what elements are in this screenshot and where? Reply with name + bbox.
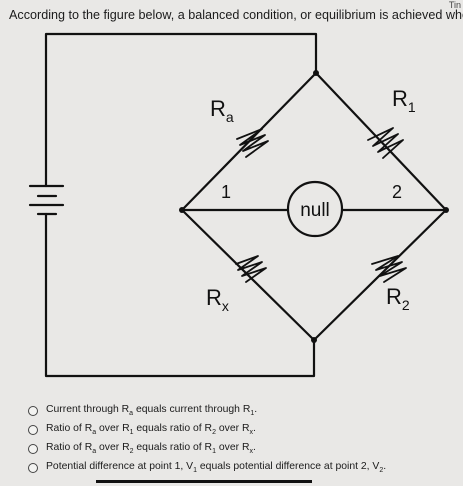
junction-top xyxy=(313,70,319,76)
label-ra: Ra xyxy=(210,96,234,125)
junction-left xyxy=(179,207,185,213)
choice-text: Ratio of Ra over R1 equals ratio of R2 o… xyxy=(46,422,256,437)
null-detector xyxy=(286,180,344,238)
radio-button[interactable] xyxy=(28,462,38,473)
radio-button[interactable] xyxy=(28,405,38,416)
choice-text: Current through Ra equals current throug… xyxy=(46,403,258,418)
arm-bottom-left xyxy=(180,208,316,342)
choice-text: Potential difference at point 1, V1 equa… xyxy=(46,460,387,475)
label-point-1: 1 xyxy=(221,182,231,202)
bottom-wire xyxy=(44,212,316,378)
choice-2[interactable]: Ratio of Ra over R1 equals ratio of R2 o… xyxy=(28,420,459,439)
choice-4[interactable]: Potential difference at point 1, V1 equa… xyxy=(28,458,459,477)
label-r2: R2 xyxy=(386,284,410,313)
label-r1: R1 xyxy=(392,86,416,115)
resistor-r2-zigzag xyxy=(371,255,407,283)
corner-text: Tin xyxy=(448,0,461,10)
radio-button[interactable] xyxy=(28,424,38,435)
question-text: According to the figure below, a balance… xyxy=(9,8,463,22)
choice-text: Ratio of Ra over R2 equals ratio of R1 o… xyxy=(46,441,256,456)
bridge-circuit-diagram: Ra R1 Rx R2 1 2 null xyxy=(28,32,449,378)
divider-bar xyxy=(96,480,312,483)
junction-bottom xyxy=(311,337,317,343)
label-rx: Rx xyxy=(206,285,229,314)
resistor-r1-zigzag xyxy=(367,127,404,159)
resistor-rx-zigzag xyxy=(235,255,267,283)
answer-choices: Current through Ra equals current throug… xyxy=(28,401,459,477)
radio-button[interactable] xyxy=(28,443,38,454)
choice-3[interactable]: Ratio of Ra over R2 equals ratio of R1 o… xyxy=(28,439,459,458)
label-point-2: 2 xyxy=(392,182,402,202)
resistor-ra-zigzag xyxy=(236,128,269,158)
junction-right xyxy=(443,207,449,213)
top-wire xyxy=(44,32,318,188)
choice-1[interactable]: Current through Ra equals current throug… xyxy=(28,401,459,420)
label-null: null xyxy=(300,200,330,221)
